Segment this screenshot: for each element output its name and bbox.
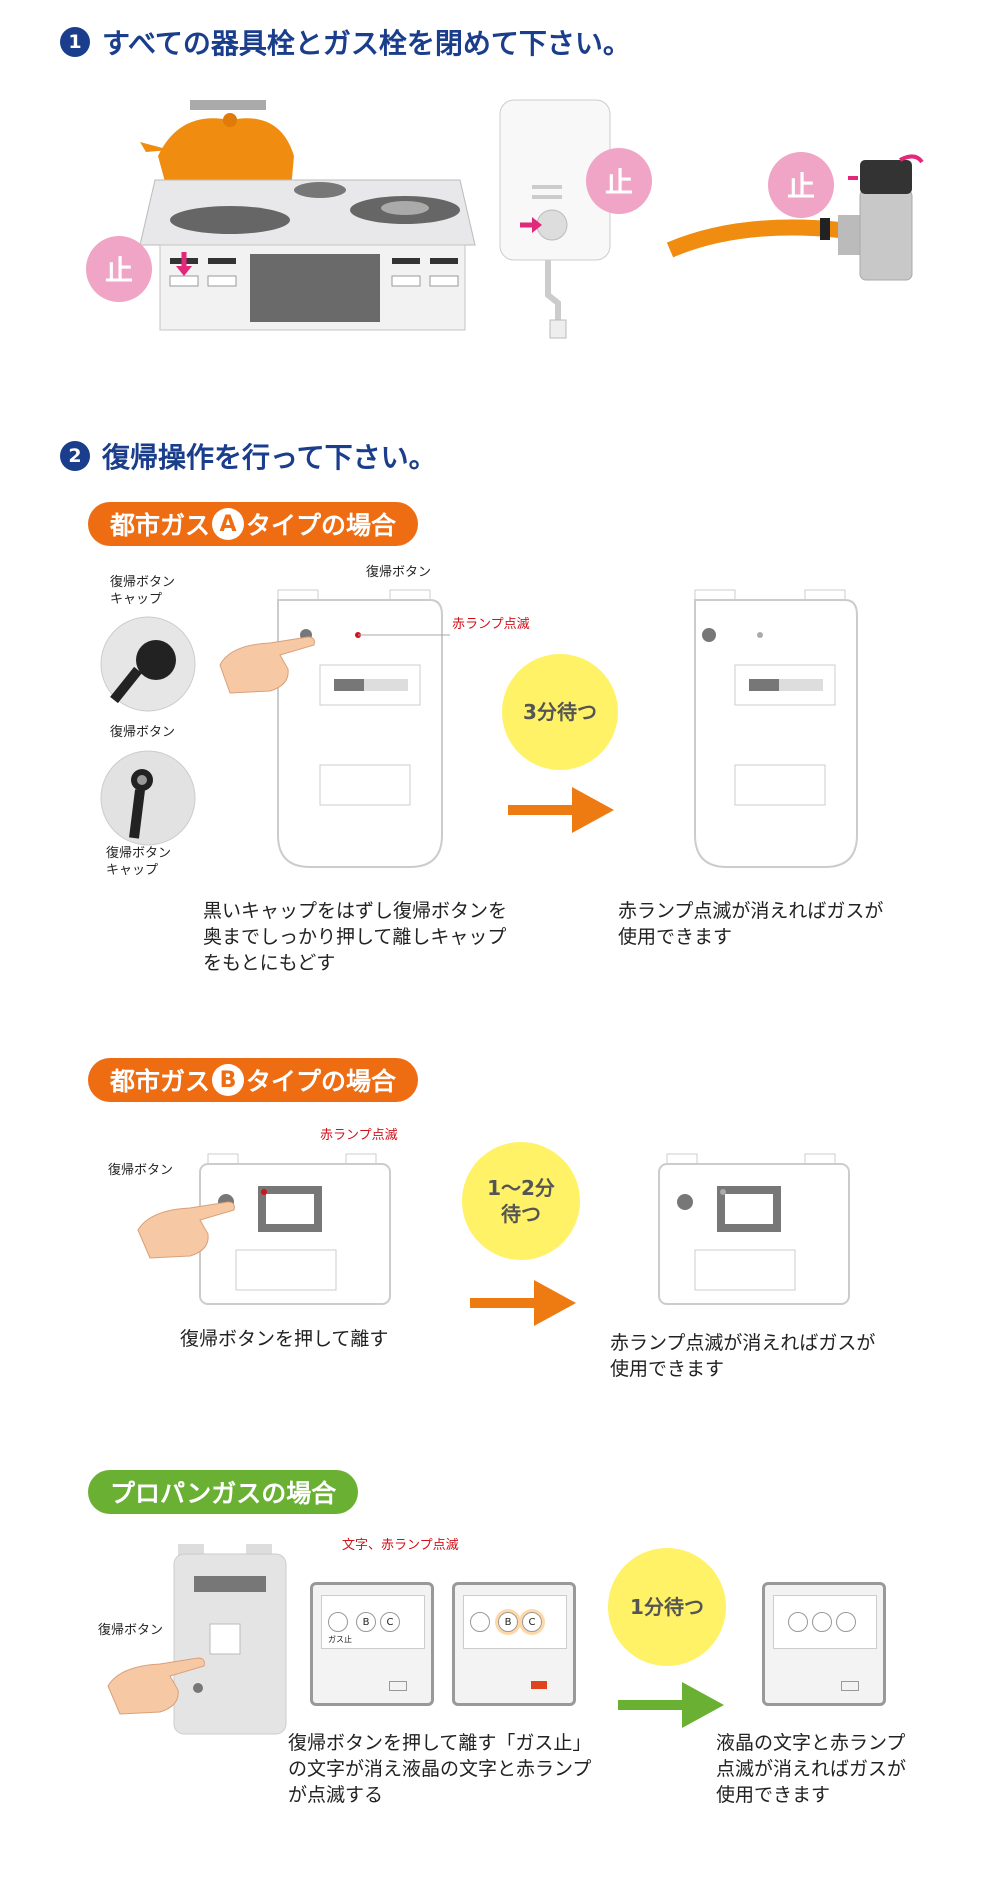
stop-badge-heater: 止 (586, 148, 652, 214)
p-lcd-panel-1: B C ガス止 (310, 1582, 434, 1706)
section-b-suffix: タイプの場合 (246, 1067, 397, 1096)
step1-number: 1 (60, 27, 90, 57)
p-lcd-screen-3 (773, 1595, 877, 1649)
step2-number: 2 (60, 441, 90, 471)
b-caption-left: 復帰ボタンを押して離す (180, 1328, 389, 1350)
step2-title: 復帰操作を行って下さい。 (102, 441, 437, 474)
p-pointing-hand (107, 1657, 205, 1715)
p-lcd-b-2: B (498, 1612, 518, 1632)
step1-title: すべての器具栓とガス栓を閉めて下さい。 (102, 27, 631, 60)
p-caption-right: 液晶の文字と赤ランプ 点滅が消えればガスが 使用できます (716, 1732, 907, 1806)
section-propane-pill: プロパンガスの場合 (88, 1470, 359, 1514)
water-heater-illustration (499, 99, 611, 339)
gas-valve-illustration (666, 154, 924, 281)
a-red-lamp-label: 赤ランプ点滅 (452, 617, 530, 632)
a-pointing-hand (219, 636, 315, 694)
p-caption-left: 復帰ボタンを押して離す「ガス止」 の文字が消え液晶の文字と赤ランプ が点滅する (288, 1732, 592, 1806)
p-lcd-circle-a (328, 1612, 348, 1632)
step2-heading: 2 復帰操作を行って下さい。 (60, 436, 437, 476)
a-wait-bubble: 3分待つ (502, 654, 618, 770)
a-meter-before (277, 589, 450, 868)
b-arrow (470, 1280, 576, 1326)
p-lcd-lamp-1 (389, 1681, 407, 1691)
b-button-label: 復帰ボタン (108, 1163, 174, 1178)
p-lcd-circle-a-2 (470, 1612, 490, 1632)
b-meter-after (658, 1153, 850, 1305)
section-a-pill: 都市ガス A タイプの場合 (88, 502, 419, 546)
section-b-prefix: 都市ガス (110, 1067, 211, 1096)
section-a-prefix: 都市ガス (110, 511, 211, 540)
p-wait-bubble: 1分待つ (608, 1548, 726, 1666)
p-lcd-circle-3c (836, 1612, 856, 1632)
p-lcd-screen-2: B C (463, 1595, 567, 1649)
a-cap-photo-bottom (100, 750, 196, 846)
step1-heading: 1 すべての器具栓とガス栓を閉めて下さい。 (60, 22, 631, 62)
p-meter (173, 1544, 287, 1735)
p-lcd-c-2: C (522, 1612, 542, 1632)
b-wait-bubble: 1〜2分 待つ (462, 1142, 580, 1260)
p-lcd-lamp-2 (531, 1681, 547, 1689)
p-lcd-panel-2: B C (452, 1582, 576, 1706)
p-lcd-gas-stop: ガス止 (328, 1635, 352, 1644)
p-button-label: 復帰ボタン (98, 1623, 164, 1638)
section-a-suffix: タイプの場合 (246, 511, 397, 540)
p-flash-label: 文字、赤ランプ点滅 (342, 1538, 459, 1553)
p-lcd-circle-3b (812, 1612, 832, 1632)
a-cap-label-top: 復帰ボタン キャップ (110, 575, 176, 607)
a-cap-photo-top (100, 616, 196, 712)
gas-stove-illustration (139, 100, 476, 331)
p-lcd-circle-3a (788, 1612, 808, 1632)
a-cap-label-bottom: 復帰ボタン キャップ (106, 846, 172, 878)
a-button-label-meter: 復帰ボタン (366, 565, 432, 580)
b-caption-right: 赤ランプ点滅が消えればガスが 使用できます (610, 1332, 876, 1380)
a-arrow (508, 787, 614, 833)
b-meter-before (199, 1153, 391, 1305)
a-caption-left: 黒いキャップをはずし復帰ボタンを 奥までしっかり押して離しキャップ をもとにもど… (203, 900, 508, 974)
p-arrow (618, 1682, 724, 1728)
a-button-label-mid: 復帰ボタン (110, 725, 176, 740)
section-a-letter: A (212, 508, 245, 540)
section-b-pill: 都市ガス B タイプの場合 (88, 1058, 419, 1102)
a-meter-after (694, 589, 858, 868)
stop-badge-valve: 止 (768, 152, 834, 218)
p-lcd-b: B (356, 1612, 376, 1632)
p-lcd-panel-3 (762, 1582, 886, 1706)
a-caption-right: 赤ランプ点滅が消えればガスが 使用できます (618, 900, 884, 948)
p-lcd-c: C (380, 1612, 400, 1632)
stop-badge-stove: 止 (86, 236, 152, 302)
p-lcd-screen-1: B C ガス止 (321, 1595, 425, 1649)
section-b-letter: B (212, 1064, 245, 1096)
b-red-lamp-label: 赤ランプ点滅 (320, 1128, 398, 1143)
p-lcd-lamp-3 (841, 1681, 859, 1691)
b-pointing-hand (137, 1201, 235, 1259)
